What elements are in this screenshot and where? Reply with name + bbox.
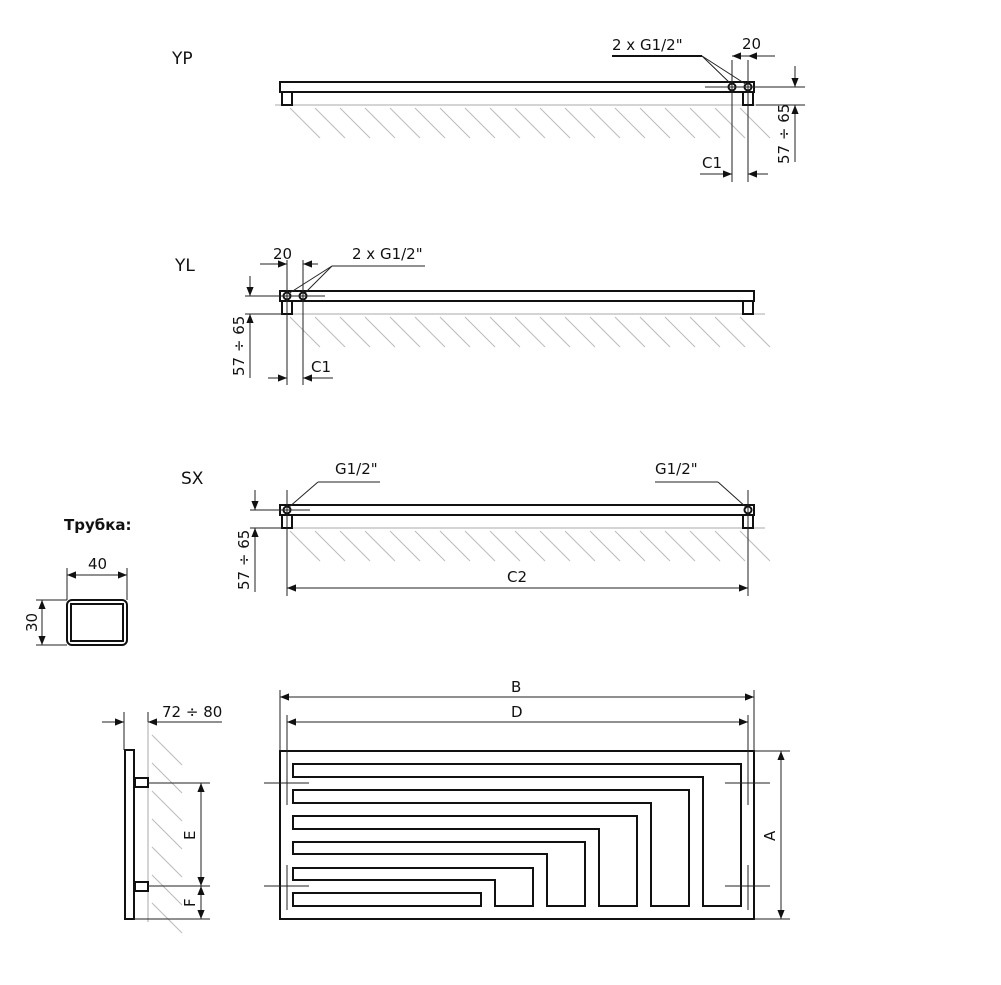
connection-label: 2 x G1/2" bbox=[612, 36, 683, 54]
e-dim: E bbox=[181, 831, 199, 840]
hatch-line bbox=[439, 530, 471, 562]
hatch-line bbox=[314, 316, 346, 348]
hatch-line bbox=[664, 530, 696, 562]
hatch-line bbox=[714, 107, 746, 139]
hatch-line bbox=[514, 316, 546, 348]
hatch-line bbox=[414, 530, 446, 562]
hatch-line bbox=[714, 530, 746, 562]
view-sx: SX G1/2" G1/2" C2 57 ÷ 65 bbox=[181, 460, 765, 596]
depth-dim: 72 ÷ 80 bbox=[162, 703, 222, 721]
radiator-bar bbox=[279, 81, 755, 93]
hatch-line bbox=[151, 818, 183, 850]
view-yp: YP 2 x G1/2" 20 C1 57 ÷ 65 bbox=[171, 35, 805, 182]
hatch-line bbox=[464, 316, 496, 348]
offset-dim: 20 bbox=[273, 245, 292, 263]
view-sx-label: SX bbox=[181, 469, 204, 489]
view-yl-label: YL bbox=[174, 256, 195, 276]
b-dim: B bbox=[511, 678, 521, 696]
hatch-line bbox=[389, 530, 421, 562]
connection-label-right: G1/2" bbox=[655, 460, 698, 478]
hatch-line bbox=[514, 107, 546, 139]
hatch-line bbox=[639, 316, 671, 348]
hatch-line bbox=[589, 316, 621, 348]
hatch-line bbox=[151, 790, 183, 822]
hatch-line bbox=[489, 316, 521, 348]
hatch-line bbox=[589, 107, 621, 139]
hatch-line bbox=[314, 530, 346, 562]
f-dim: F bbox=[181, 898, 199, 907]
c1-dim: C1 bbox=[311, 358, 331, 376]
hatch-line bbox=[289, 316, 321, 348]
hatch-line bbox=[289, 107, 321, 139]
hatch-line bbox=[514, 530, 546, 562]
d-dim: D bbox=[511, 703, 523, 721]
hatch-line bbox=[364, 530, 396, 562]
hatch-line bbox=[464, 107, 496, 139]
front-view: B D A bbox=[264, 678, 790, 920]
hatch-line bbox=[589, 530, 621, 562]
hatch-line bbox=[639, 107, 671, 139]
hatch-line bbox=[614, 107, 646, 139]
tube-height: 30 bbox=[23, 613, 41, 632]
hatch-line bbox=[414, 316, 446, 348]
height-dim: 57 ÷ 65 bbox=[235, 530, 253, 590]
height-dim: 57 ÷ 65 bbox=[230, 316, 248, 376]
tube-title: Трубка: bbox=[64, 516, 132, 534]
hatch-line bbox=[314, 107, 346, 139]
tube-section: Трубка: 40 30 bbox=[23, 516, 132, 646]
a-dim: A bbox=[761, 830, 779, 841]
hatch-line bbox=[151, 902, 183, 934]
wall-hatching bbox=[151, 107, 771, 934]
hatch-line bbox=[339, 530, 371, 562]
view-yl: YL 20 2 x G1/2" C1 57 ÷ 65 bbox=[174, 245, 765, 385]
hatch-line bbox=[689, 316, 721, 348]
c1-dim: C1 bbox=[702, 154, 722, 172]
hatch-line bbox=[714, 316, 746, 348]
offset-dim: 20 bbox=[742, 35, 761, 53]
hatch-line bbox=[364, 316, 396, 348]
hatch-line bbox=[439, 107, 471, 139]
connection-label-left: G1/2" bbox=[335, 460, 378, 478]
hatch-line bbox=[151, 762, 183, 794]
hatch-line bbox=[339, 107, 371, 139]
hatch-line bbox=[614, 316, 646, 348]
hatch-line bbox=[389, 316, 421, 348]
hatch-line bbox=[564, 107, 596, 139]
hatch-line bbox=[564, 530, 596, 562]
hatch-line bbox=[364, 107, 396, 139]
hatch-line bbox=[489, 530, 521, 562]
hatch-line bbox=[464, 530, 496, 562]
hatch-line bbox=[339, 316, 371, 348]
hatch-line bbox=[414, 107, 446, 139]
hatch-line bbox=[689, 530, 721, 562]
side-view: 72 ÷ 80 E F bbox=[102, 703, 222, 922]
view-yp-label: YP bbox=[171, 49, 193, 69]
hatch-line bbox=[739, 107, 771, 139]
hatch-line bbox=[739, 530, 771, 562]
hatch-line bbox=[664, 316, 696, 348]
hatch-line bbox=[489, 107, 521, 139]
hatch-line bbox=[639, 530, 671, 562]
hatch-line bbox=[539, 316, 571, 348]
hatch-line bbox=[539, 107, 571, 139]
hatch-line bbox=[151, 874, 183, 906]
tube-width: 40 bbox=[88, 555, 107, 573]
c2-dim: C2 bbox=[507, 568, 527, 586]
hatch-line bbox=[564, 316, 596, 348]
hatch-line bbox=[439, 316, 471, 348]
hatch-line bbox=[289, 530, 321, 562]
hatch-line bbox=[614, 530, 646, 562]
hatch-line bbox=[664, 107, 696, 139]
hatch-line bbox=[151, 846, 183, 878]
hatch-line bbox=[739, 316, 771, 348]
height-dim: 57 ÷ 65 bbox=[775, 104, 793, 164]
hatch-line bbox=[151, 734, 183, 766]
hatch-line bbox=[689, 107, 721, 139]
hatch-line bbox=[389, 107, 421, 139]
connection-label: 2 x G1/2" bbox=[352, 245, 423, 263]
hatch-line bbox=[539, 530, 571, 562]
